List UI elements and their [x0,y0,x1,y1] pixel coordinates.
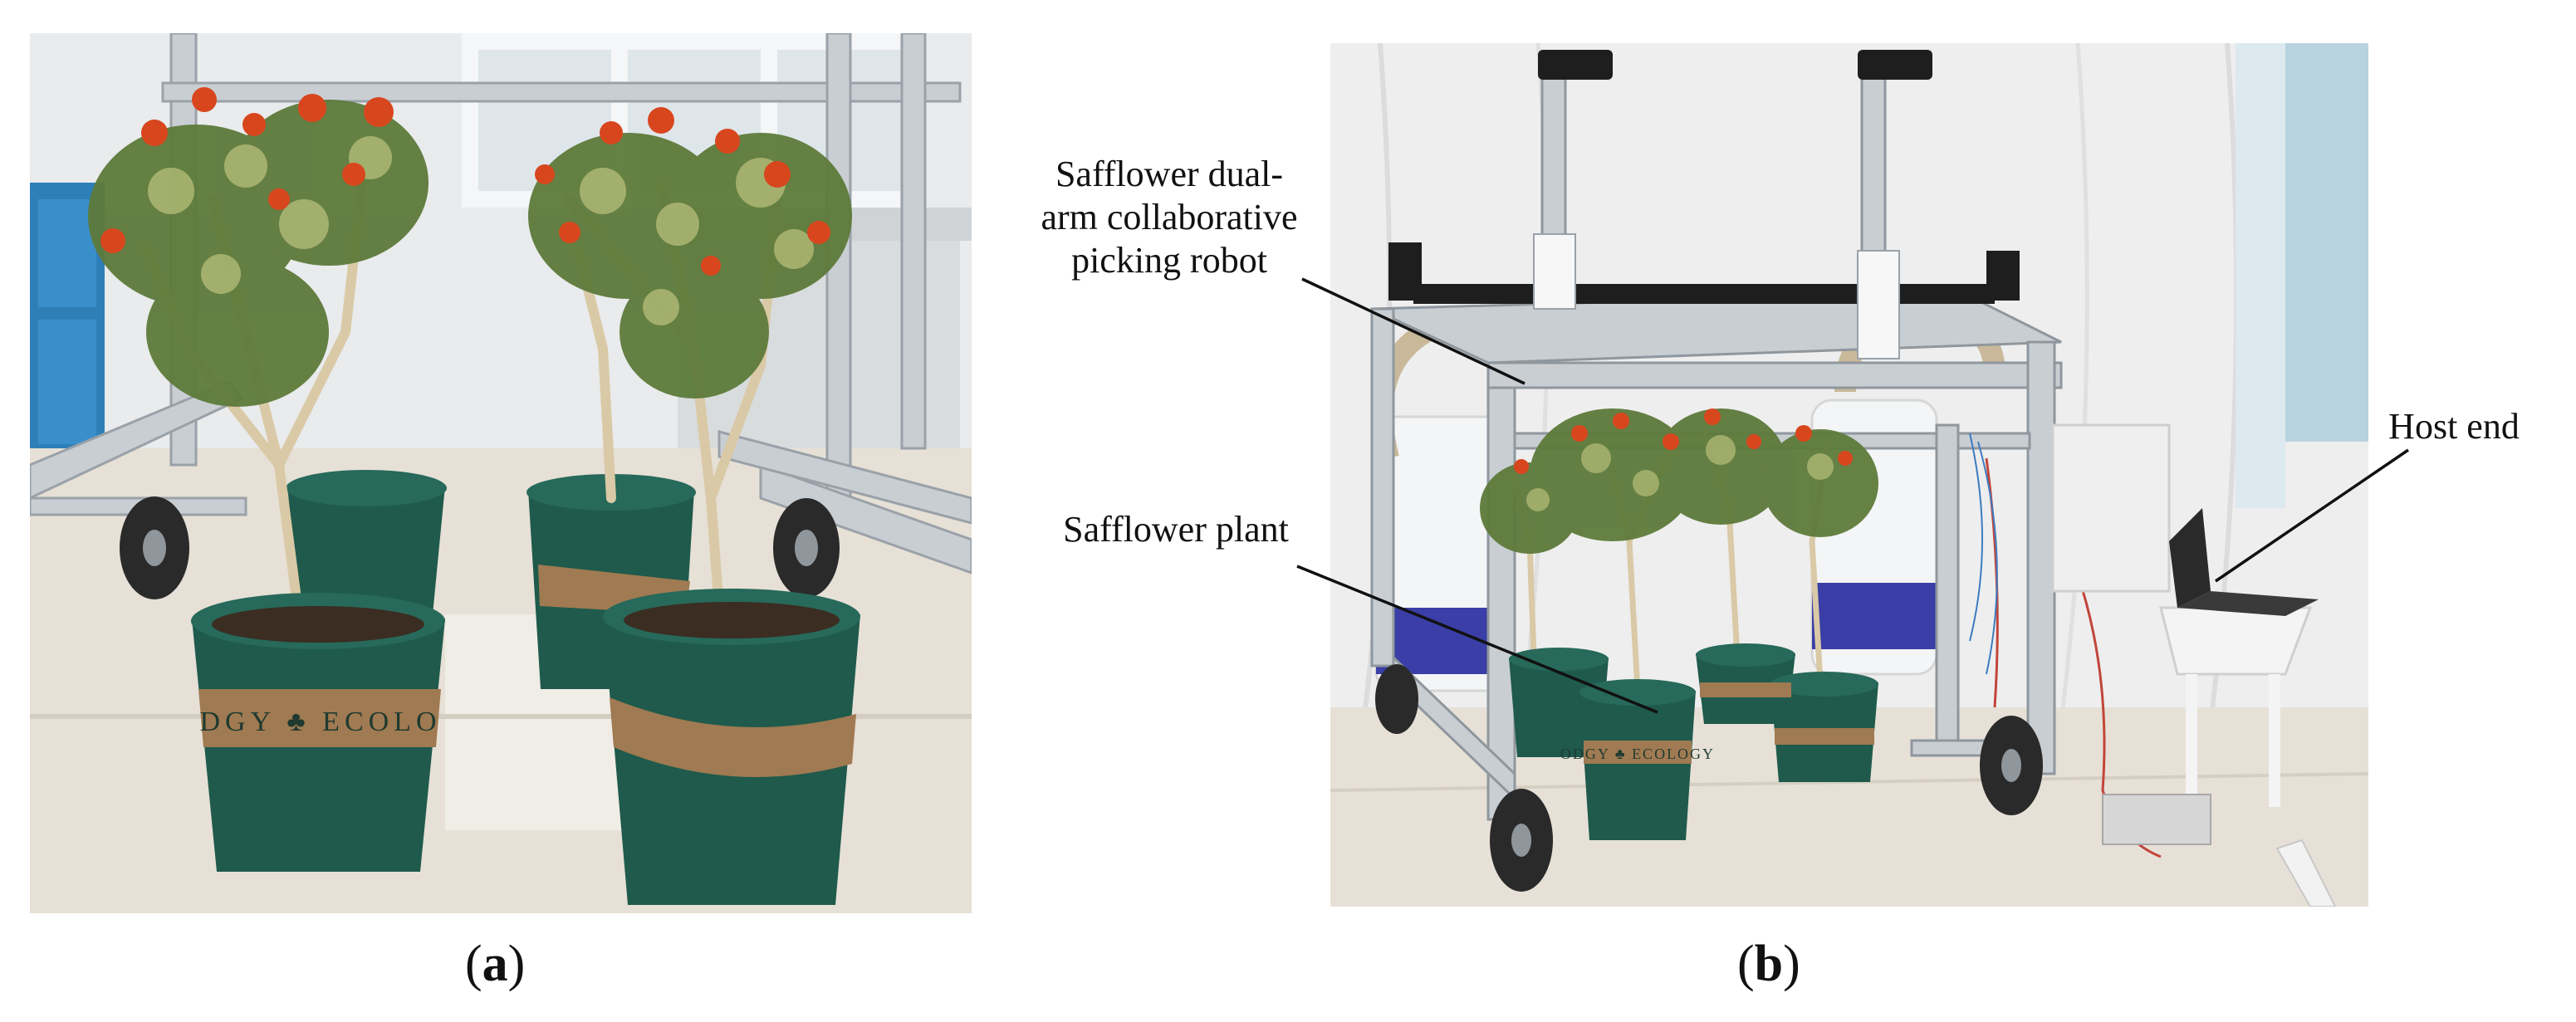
safflower-pots-photo: DGY ♣ ECOLO [30,33,972,913]
caption-letter-a: a [482,936,508,992]
picking-robot-photo: ODGY ♣ ECOLOGY [1330,43,2368,907]
label-robot-line-3: picking robot [1071,240,1267,281]
caption-panel-b: (b) [1737,936,1800,992]
label-robot-line-1: Safflower dual- [1055,154,1284,194]
photo-panel-a: DGY ♣ ECOLO [30,33,972,913]
label-robot-line-2: arm collaborative [1041,197,1298,237]
caption-panel-a: (a) [465,936,526,992]
pot-lettering-b: ODGY ♣ ECOLOGY [1560,746,1715,762]
label-safflower-plant: Safflower plant [1063,509,1289,550]
photo-panel-b: ODGY ♣ ECOLOGY [1330,43,2368,907]
pot-lettering-a: DGY ♣ ECOLO [199,707,441,737]
label-host-end: Host end [2388,406,2520,447]
label-dual-arm-robot: Safflower dual- arm collaborative pickin… [1011,153,1327,282]
caption-letter-b: b [1754,936,1784,992]
